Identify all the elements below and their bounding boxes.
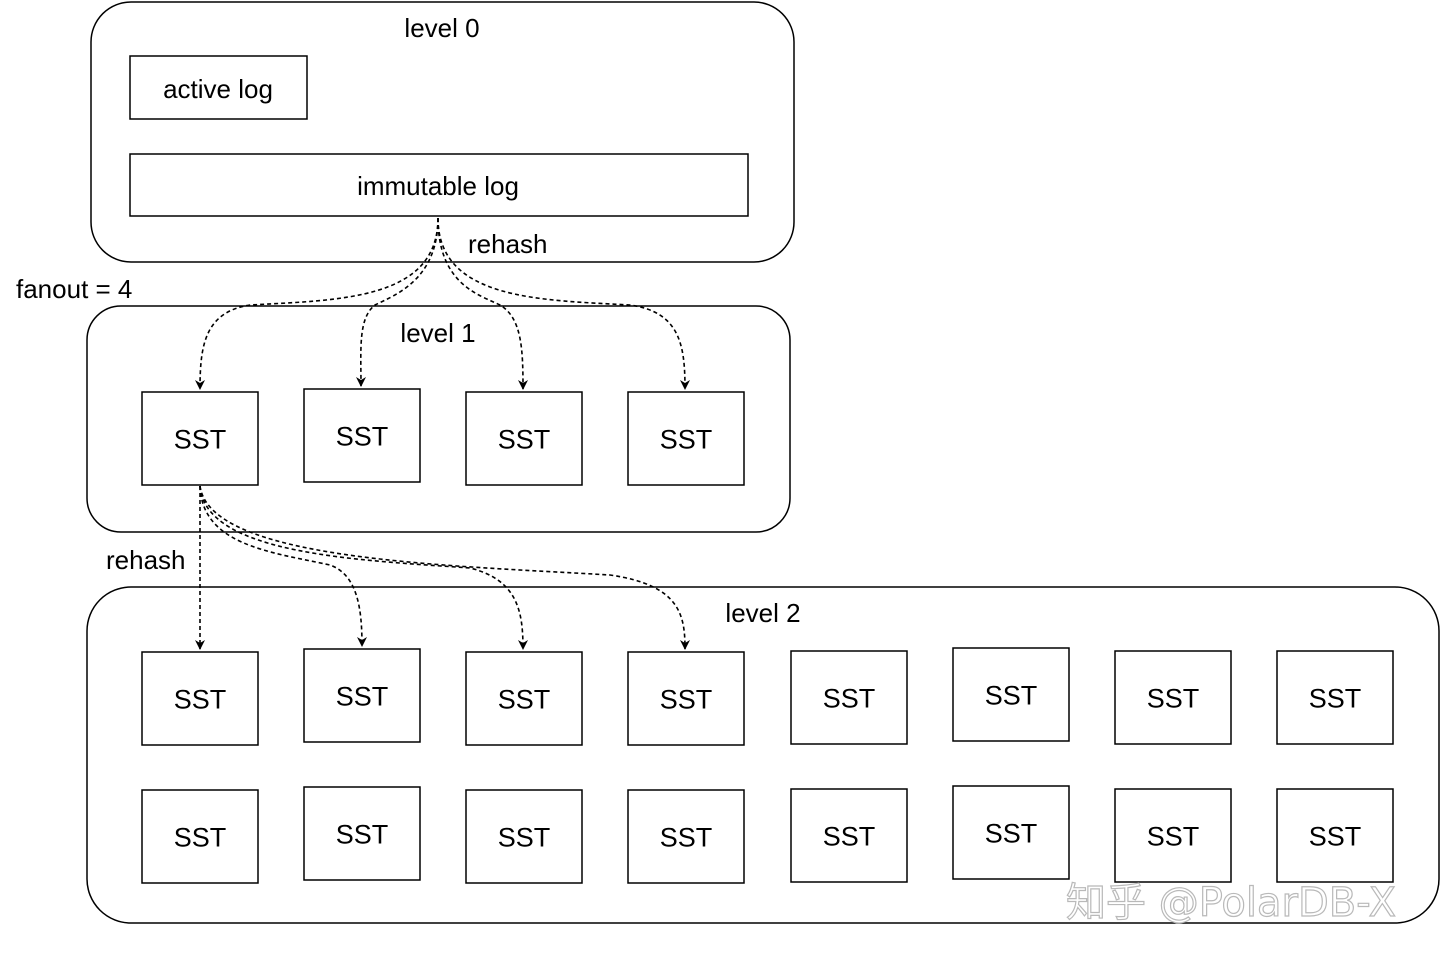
sst-box: [1276, 788, 1394, 883]
sst-box: [1276, 650, 1394, 745]
level-2-container: [86, 586, 1440, 924]
active-log-box: [129, 55, 308, 120]
edge-l1-to-l2-sst-3: [199, 485, 528, 650]
sst-label: SST: [823, 684, 876, 714]
level-2-sst-r2-c6: SST: [952, 785, 1070, 880]
sst-label: SST: [985, 681, 1038, 711]
rehash-edges-level-0-to-1: [195, 217, 690, 390]
sst-box: [141, 391, 259, 486]
sst-label: SST: [498, 823, 551, 853]
level-0-title: level 0: [404, 13, 479, 43]
rehash-label-left: rehash: [106, 545, 186, 575]
sst-box: [465, 391, 583, 486]
sst-box: [141, 651, 259, 746]
level-1-sst-4: SST: [627, 391, 745, 486]
level-1-sst-3: SST: [465, 391, 583, 486]
sst-label: SST: [1309, 822, 1362, 852]
sst-box: [790, 788, 908, 883]
sst-label: SST: [336, 422, 389, 452]
active-log-label: active log: [163, 74, 273, 104]
sst-box: [627, 651, 745, 746]
sst-label: SST: [336, 820, 389, 850]
rehash-edges-level-1-to-2: [195, 485, 690, 650]
sst-label: SST: [660, 685, 713, 715]
level-2-sst-r1-c1: SST: [141, 651, 259, 746]
level-2-sst-r1-c5: SST: [790, 650, 908, 745]
sst-label: SST: [498, 425, 551, 455]
sst-box: [1114, 650, 1232, 745]
level-2-sst-r1-c4: SST: [627, 651, 745, 746]
sst-label: SST: [1147, 822, 1200, 852]
edge-l0-to-l1-sst-4: [437, 217, 690, 390]
fanout-label: fanout = 4: [16, 274, 132, 304]
sst-label: SST: [985, 819, 1038, 849]
level-2-sst-r2-c8: SST: [1276, 788, 1394, 883]
level-1-sst-1: SST: [141, 391, 259, 486]
level-2-sst-r1-c6: SST: [952, 647, 1070, 742]
level-2-sst-r2-c7: SST: [1114, 788, 1232, 883]
edge-l0-to-l1-sst-1: [195, 217, 439, 390]
sst-box: [1114, 788, 1232, 883]
level-1-title: level 1: [400, 318, 475, 348]
sst-box: [627, 391, 745, 486]
sst-label: SST: [823, 822, 876, 852]
edge-l0-to-l1-sst-2: [355, 217, 439, 387]
edge-l1-to-l2-sst-4: [199, 485, 690, 650]
sst-box: [790, 650, 908, 745]
level-2-sst-r2-c1: SST: [141, 789, 259, 884]
sst-box: [952, 647, 1070, 742]
watermark: 知乎 @PolarDB-X: [1066, 880, 1396, 926]
level-2-sst-r2-c4: SST: [627, 789, 745, 884]
level-2-sst-r2-c5: SST: [790, 788, 908, 883]
sst-label: SST: [660, 823, 713, 853]
immutable-log-label: immutable log: [357, 171, 519, 201]
sst-label: SST: [660, 425, 713, 455]
level-2-sst-r2-c3: SST: [465, 789, 583, 884]
level-2-sst-r1-c3: SST: [465, 651, 583, 746]
rehash-label-top: rehash: [468, 229, 548, 259]
level-1-container: [86, 305, 791, 533]
level-2-sst-r1-c8: SST: [1276, 650, 1394, 745]
level-1-sst-nodes: SST SST SST SST: [141, 388, 745, 486]
sst-box: [465, 789, 583, 884]
sst-label: SST: [174, 823, 227, 853]
sst-label: SST: [498, 685, 551, 715]
level-2-title: level 2: [725, 598, 800, 628]
sst-box: [303, 388, 421, 483]
level-2-sst-r1-c7: SST: [1114, 650, 1232, 745]
sst-box: [141, 789, 259, 884]
sst-label: SST: [174, 685, 227, 715]
sst-box: [952, 785, 1070, 880]
sst-box: [303, 648, 421, 743]
edge-l0-to-l1-sst-3: [437, 217, 528, 390]
sst-box: [465, 651, 583, 746]
sst-label: SST: [1309, 684, 1362, 714]
sst-box: [303, 786, 421, 881]
level-1-sst-2: SST: [303, 388, 421, 483]
level-0-group: level 0 active log immutable log: [90, 1, 795, 263]
sst-label: SST: [174, 425, 227, 455]
level-1-group: level 1 SST SST SST SST: [86, 305, 791, 533]
sst-label: SST: [1147, 684, 1200, 714]
sst-box: [627, 789, 745, 884]
level-2-sst-r1-c2: SST: [303, 648, 421, 743]
sst-label: SST: [336, 682, 389, 712]
level-2-sst-nodes: SST SST SST SST SST SST SST SST SST SST SST SST SST S…: [141, 647, 1394, 884]
immutable-log-box: [129, 153, 749, 217]
level-2-sst-r2-c2: SST: [303, 786, 421, 881]
